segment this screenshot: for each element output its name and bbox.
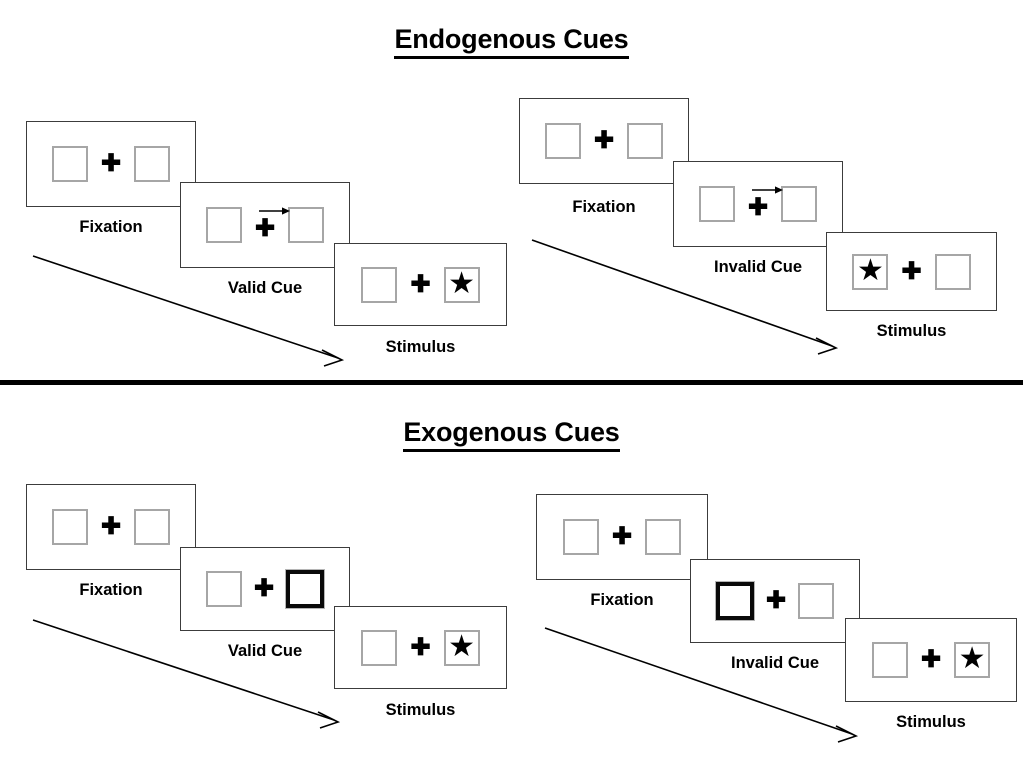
right-placeholder-box — [134, 509, 171, 545]
display-row: ✚ — [205, 570, 325, 608]
fixation-cross-icon: ✚ — [410, 633, 431, 661]
target-star-icon: ★ — [448, 266, 475, 300]
left-placeholder-box — [871, 642, 908, 678]
trial-frame-endogenous-valid-stimulus[interactable]: ✚ ★ — [334, 243, 507, 326]
frame-label-endogenous-valid-fixation: Fixation — [79, 218, 143, 236]
display-row: ✚ ★ — [871, 642, 991, 678]
target-star-icon: ★ — [958, 642, 986, 675]
fixation-cross-icon: ✚ — [747, 194, 769, 221]
right-placeholder-box — [627, 123, 664, 159]
sequence-flow-arrow-exogenous-invalid — [544, 627, 859, 743]
display-row: ✚ — [715, 582, 835, 620]
trial-frame-endogenous-invalid-cue[interactable]: ✚ — [673, 161, 843, 247]
left-placeholder-box — [544, 123, 581, 159]
trial-frame-exogenous-invalid-stimulus[interactable]: ✚ ★ — [845, 618, 1017, 702]
frame-label-exogenous-invalid-cue: Invalid Cue — [730, 654, 820, 672]
display-row: ✚ ★ — [361, 266, 480, 303]
fixation-cross-icon: ✚ — [920, 646, 942, 673]
trial-frame-endogenous-invalid-fixation[interactable]: ✚ — [519, 98, 689, 184]
left-placeholder-box — [562, 519, 599, 555]
trial-frame-exogenous-invalid-fixation[interactable]: ✚ — [536, 494, 708, 580]
display-row: ✚ — [51, 146, 171, 182]
trial-frame-endogenous-valid-fixation[interactable]: ✚ — [26, 121, 196, 207]
section-divider — [0, 380, 1023, 385]
fixation-cross-icon: ✚ — [593, 127, 615, 154]
right-placeholder-box — [934, 253, 971, 290]
display-row: ✚ — [698, 186, 818, 222]
display-row: ✚ ★ — [361, 629, 480, 666]
section-title-endogenous: Endogenous Cues — [0, 24, 1023, 59]
right-placeholder-box — [645, 519, 682, 555]
left-placeholder-box — [51, 146, 88, 182]
left-placeholder-box — [205, 207, 242, 243]
frame-label-exogenous-valid-fixation: Fixation — [79, 581, 143, 599]
frame-label-exogenous-invalid-fixation: Fixation — [590, 591, 654, 609]
right-target-box: ★ — [954, 642, 991, 678]
fixation-cross-icon: ✚ — [611, 523, 633, 550]
display-row: ✚ — [562, 519, 682, 555]
frame-label-endogenous-invalid-cue: Invalid Cue — [713, 258, 803, 276]
trial-frame-exogenous-valid-fixation[interactable]: ✚ — [26, 484, 196, 570]
left-placeholder-box — [51, 509, 88, 545]
left-target-box: ★ — [852, 253, 889, 290]
fixation-cross-icon: ✚ — [901, 257, 922, 285]
left-cue-highlight-box — [715, 582, 754, 620]
frame-label-exogenous-invalid-stimulus: Stimulus — [896, 713, 966, 731]
frame-label-endogenous-invalid-stimulus: Stimulus — [876, 322, 947, 340]
left-placeholder-box — [205, 571, 242, 607]
frame-label-endogenous-valid-stimulus: Stimulus — [385, 338, 456, 356]
trial-frame-exogenous-valid-stimulus[interactable]: ✚ ★ — [334, 606, 507, 689]
fixation-cross-icon: ✚ — [253, 575, 275, 602]
display-row: ✚ — [205, 207, 325, 243]
display-row: ✚ — [51, 509, 171, 545]
section-title-endogenous-text: Endogenous Cues — [394, 24, 629, 59]
frame-label-exogenous-valid-cue: Valid Cue — [227, 642, 303, 660]
fixation-cross-icon: ✚ — [765, 587, 787, 614]
sequence-flow-arrow-endogenous-invalid — [531, 239, 839, 355]
left-placeholder-box — [361, 266, 398, 303]
right-target-box: ★ — [443, 629, 480, 666]
fixation-cross-icon: ✚ — [410, 270, 431, 298]
frame-label-endogenous-valid-cue: Valid Cue — [227, 279, 303, 297]
right-placeholder-box — [134, 146, 171, 182]
fixation-cross-icon: ✚ — [100, 513, 122, 540]
trial-frame-exogenous-valid-cue[interactable]: ✚ — [180, 547, 350, 631]
trial-frame-endogenous-valid-cue[interactable]: ✚ — [180, 182, 350, 268]
sequence-flow-arrow-exogenous-valid — [32, 619, 341, 729]
right-placeholder-box — [798, 583, 835, 619]
display-row: ✚ — [544, 123, 664, 159]
display-row: ★ ✚ — [852, 253, 971, 290]
right-placeholder-box — [781, 186, 818, 222]
fixation-cross-icon: ✚ — [254, 215, 276, 242]
trial-frame-exogenous-invalid-cue[interactable]: ✚ — [690, 559, 860, 643]
target-star-icon: ★ — [856, 253, 884, 287]
left-placeholder-box — [698, 186, 735, 222]
left-placeholder-box — [361, 629, 398, 666]
fixation-cross-icon: ✚ — [100, 150, 122, 177]
frame-label-exogenous-valid-stimulus: Stimulus — [385, 701, 456, 719]
right-target-box: ★ — [443, 266, 480, 303]
section-title-exogenous-text: Exogenous Cues — [403, 417, 620, 452]
sequence-flow-arrow-endogenous-valid — [32, 255, 345, 367]
right-placeholder-box — [288, 207, 325, 243]
frame-label-endogenous-invalid-fixation: Fixation — [572, 198, 636, 216]
trial-frame-endogenous-invalid-stimulus[interactable]: ★ ✚ — [826, 232, 997, 311]
target-star-icon: ★ — [448, 629, 475, 663]
section-title-exogenous: Exogenous Cues — [0, 417, 1023, 452]
right-cue-highlight-box — [286, 570, 325, 608]
